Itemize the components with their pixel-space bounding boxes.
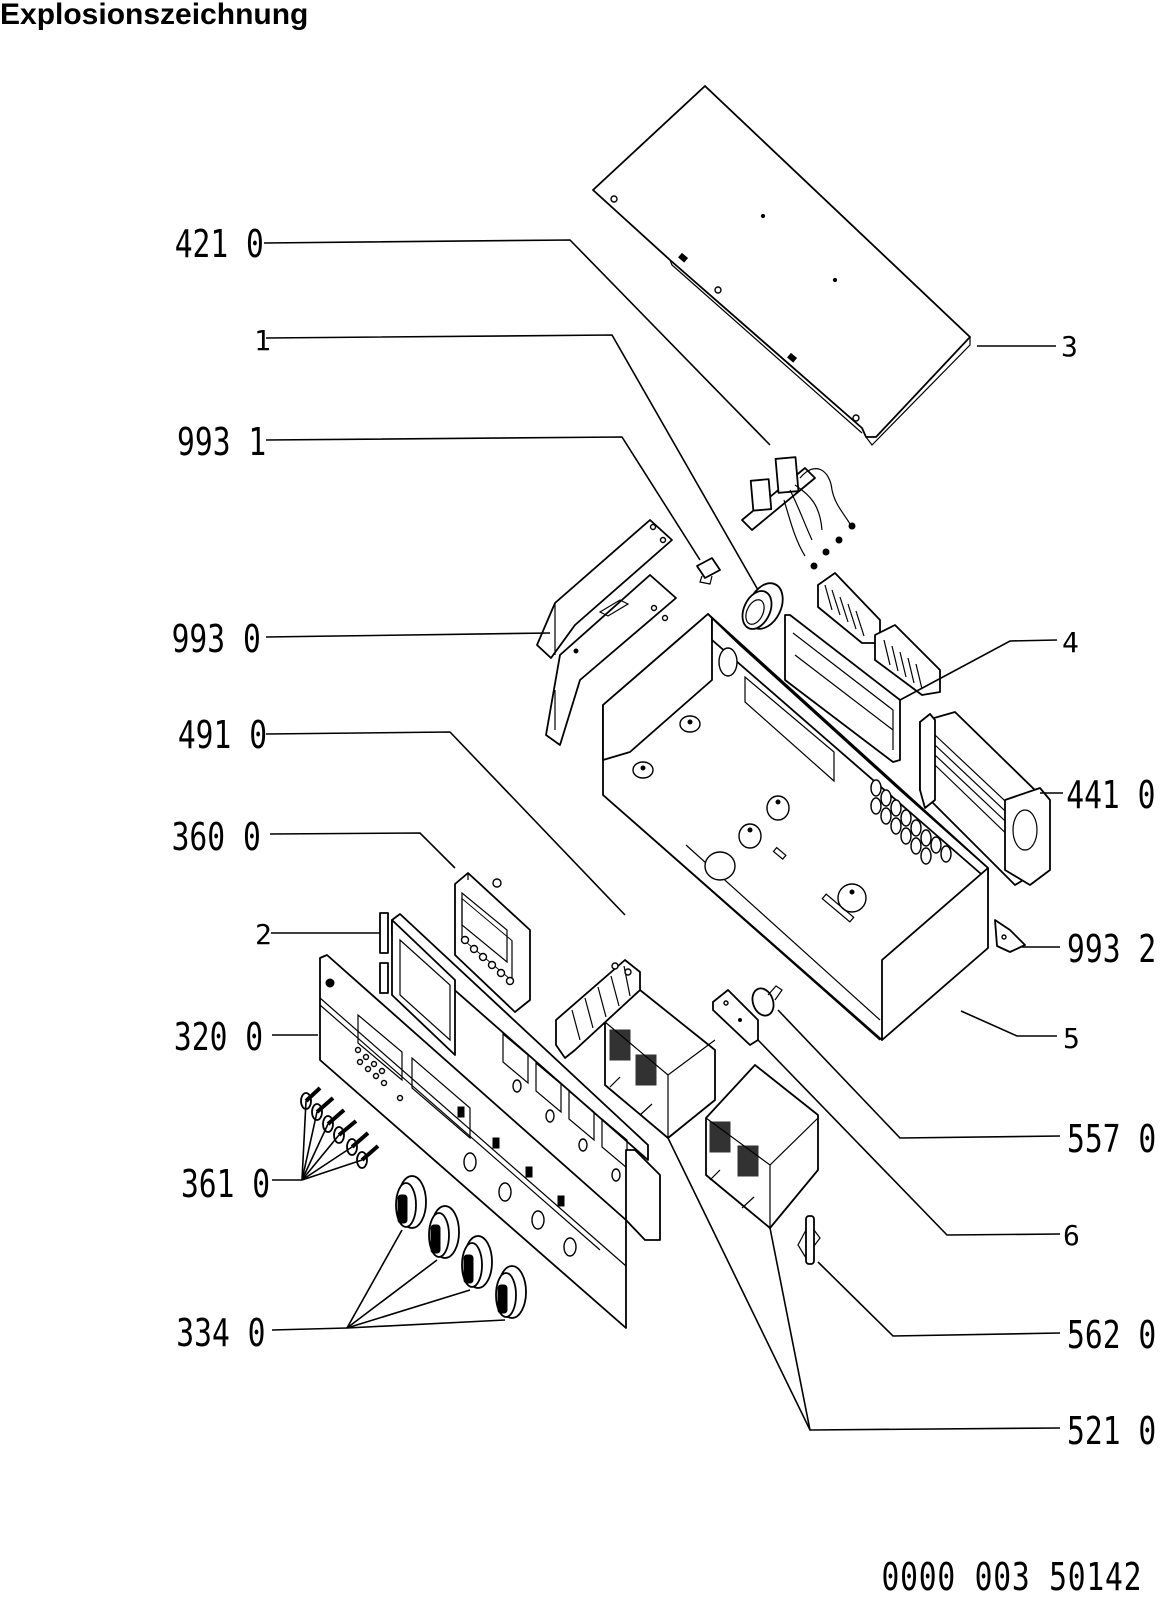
callout-1: 1 [254, 324, 271, 357]
leader-993-1 [265, 436, 701, 561]
callout-557-0: 557 0 [1067, 1117, 1156, 1162]
callout-441-0: 441 0 [1066, 773, 1155, 818]
callout-993-2: 993 2 [1067, 927, 1156, 972]
leader-562-0 [817, 1261, 1061, 1337]
leader-lines [263, 239, 1063, 1431]
leader-360-0 [269, 832, 456, 869]
leader-361-0 [272, 1100, 363, 1181]
part-mounting-bracket[interactable] [536, 519, 677, 746]
callout-320-0: 320 0 [174, 1015, 263, 1060]
callout-labels: 421 0 1 993 1 993 0 491 0 360 0 2 320 0 … [172, 222, 1157, 1454]
leader-6 [757, 1039, 1061, 1236]
part-mounting-plate[interactable] [712, 989, 759, 1046]
part-door-switch[interactable] [797, 1215, 821, 1265]
callout-562-0: 562 0 [1067, 1313, 1156, 1358]
part-cover-plate[interactable] [592, 85, 971, 446]
part-energy-regulator-2[interactable] [705, 1064, 819, 1229]
callout-2: 2 [255, 918, 272, 951]
leader-334-0 [271, 1229, 506, 1331]
callout-491-0: 491 0 [178, 713, 267, 758]
part-control-panel-fascia[interactable] [319, 954, 661, 1329]
part-angle-bracket[interactable] [994, 919, 1026, 953]
leader-521-0 [667, 1137, 1061, 1431]
leader-4 [899, 639, 1058, 701]
leader-557-0 [777, 1009, 1061, 1139]
callout-993-1: 993 1 [177, 420, 266, 465]
leader-993-0 [265, 632, 551, 638]
leader-491-0 [265, 731, 626, 916]
part-terminal-block[interactable] [555, 959, 641, 1059]
callout-334-0: 334 0 [176, 1311, 265, 1356]
part-energy-regulator-1[interactable] [604, 989, 716, 1139]
part-tangential-fan[interactable] [919, 711, 1051, 886]
part-timer[interactable] [454, 872, 531, 1013]
vent-holes [870, 779, 952, 865]
leader-5 [960, 1010, 1057, 1037]
page-title: Explosionszeichnung [0, 0, 309, 31]
part-display-frame[interactable] [379, 912, 649, 1161]
leader-421-0 [263, 239, 771, 446]
part-clip[interactable] [696, 557, 721, 585]
callout-6: 6 [1063, 1219, 1080, 1252]
callout-3: 3 [1061, 330, 1078, 363]
part-transformer-assembly[interactable] [741, 456, 856, 570]
callout-361-0: 361 0 [181, 1162, 270, 1207]
part-control-housing[interactable] [602, 613, 989, 1041]
callout-360-0: 360 0 [172, 815, 261, 860]
part-connector-strip[interactable] [784, 572, 941, 763]
callout-421-0: 421 0 [175, 222, 264, 267]
part-thermostat[interactable] [749, 985, 783, 1018]
callout-993-0: 993 0 [172, 617, 261, 662]
callout-5: 5 [1063, 1022, 1080, 1055]
part-cable-gland[interactable] [737, 577, 790, 634]
leader-1 [265, 334, 759, 591]
callout-4: 4 [1062, 626, 1079, 659]
part-control-knobs[interactable] [395, 1175, 527, 1319]
document-number: 0000 003 50142 [881, 1555, 1142, 1599]
panel-indicator-holes [354, 1046, 404, 1102]
callout-521-0: 521 0 [1067, 1409, 1156, 1454]
